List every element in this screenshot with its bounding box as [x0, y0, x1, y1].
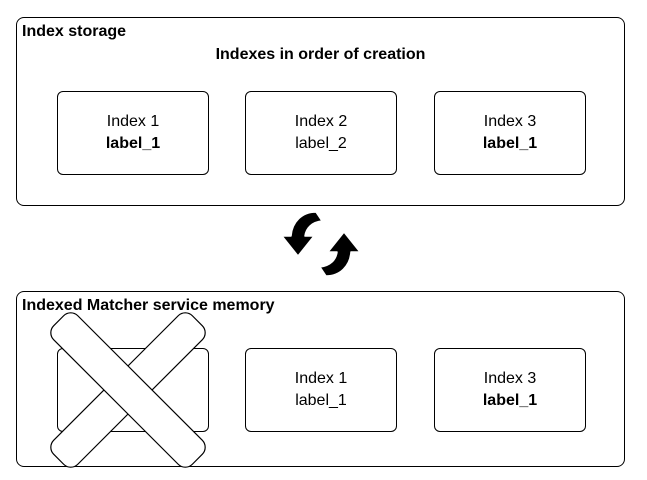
storage-index-3: Index 3 label_1 — [434, 91, 586, 175]
cross-icon — [50, 312, 206, 468]
storage-index-1: Index 1 label_1 — [57, 91, 209, 175]
memory-index-3-label: label_1 — [482, 392, 538, 409]
index-storage-subtitle: Indexes in order of creation — [215, 46, 426, 63]
memory-index-3: Index 3 label_1 — [434, 348, 586, 432]
memory-index-1: Index 1 label_1 — [245, 348, 397, 432]
storage-index-1-name: Index 1 — [106, 113, 160, 130]
sync-arrows-icon — [281, 211, 361, 277]
index-storage-title: Index storage — [22, 23, 127, 40]
memory-index-3-name: Index 3 — [483, 370, 537, 387]
storage-index-1-label: label_1 — [105, 135, 161, 152]
storage-index-2: Index 2 label_2 — [245, 91, 397, 175]
storage-index-3-label: label_1 — [482, 135, 538, 152]
memory-index-1-name: Index 1 — [294, 370, 348, 387]
memory-index-1-label: label_1 — [295, 392, 347, 409]
storage-index-2-label: label_2 — [295, 135, 347, 152]
storage-index-3-name: Index 3 — [483, 113, 537, 130]
matcher-memory-title: Indexed Matcher service memory — [22, 297, 275, 314]
storage-index-2-name: Index 2 — [294, 113, 348, 130]
